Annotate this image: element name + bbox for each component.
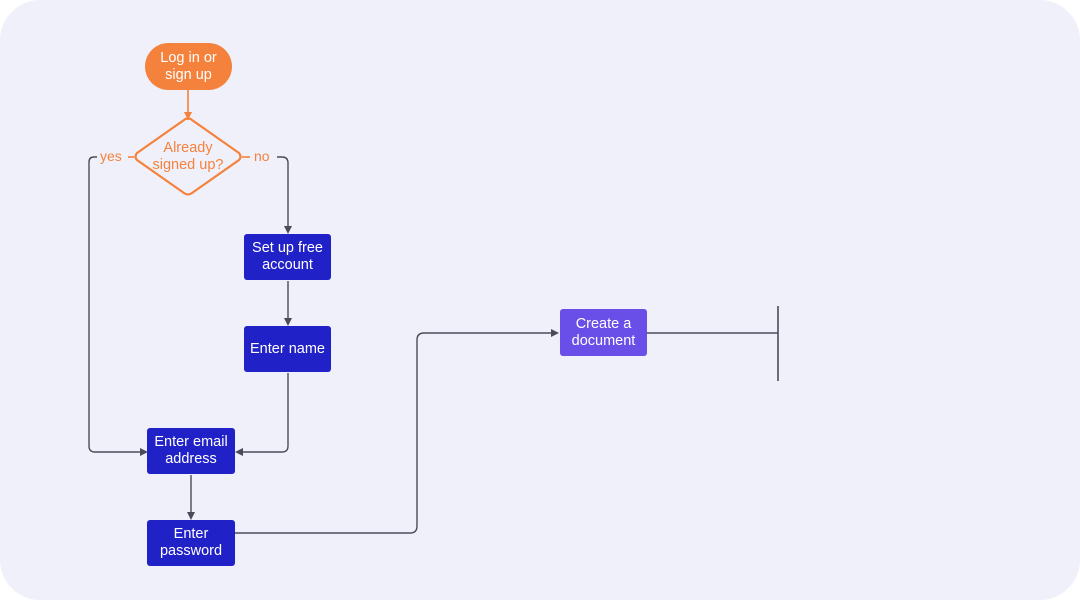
enter-email-label: Enter email address — [154, 434, 228, 467]
enter-name-node[interactable]: Enter name — [244, 326, 331, 372]
edge-name-to-email — [235, 373, 289, 456]
edge-password-to-document — [235, 329, 559, 534]
edge-no-to-setup — [277, 156, 292, 234]
create-document-label: Create a document — [571, 315, 636, 349]
edge-yes-to-email — [88, 156, 148, 456]
enter-name-label: Enter name — [250, 340, 325, 357]
edge-label-no: no — [252, 148, 272, 164]
enter-email-node[interactable]: Enter email address — [147, 428, 235, 474]
create-document-node[interactable]: Create a document — [560, 309, 647, 356]
setup-account-node[interactable]: Set up free account — [244, 234, 331, 280]
setup-account-label: Set up free account — [252, 240, 323, 273]
start-node-label: Log in or sign up — [160, 49, 217, 83]
start-node[interactable]: Log in or sign up — [145, 43, 232, 90]
edge-label-yes: yes — [98, 148, 124, 164]
decision-node[interactable]: Already signed up? — [134, 118, 242, 196]
decision-node-label: Already signed up? — [152, 140, 224, 173]
enter-password-node[interactable]: Enter password — [147, 520, 235, 566]
enter-password-label: Enter password — [159, 526, 223, 559]
decision-diamond-shape — [134, 117, 242, 196]
